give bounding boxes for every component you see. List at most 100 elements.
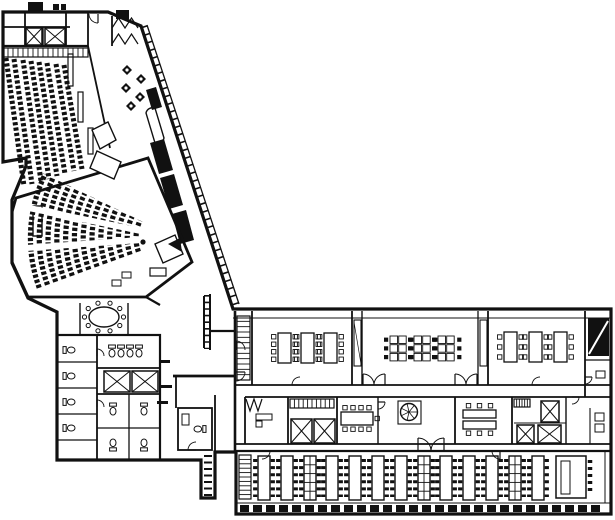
lab-bench xyxy=(481,455,503,501)
building-outline xyxy=(1,10,613,516)
desk-cluster xyxy=(432,335,462,362)
seminar-table xyxy=(497,331,524,363)
lab-bench xyxy=(299,455,321,501)
lab-bench xyxy=(413,455,435,501)
seminar-table xyxy=(547,331,574,363)
southwest-core-rect-0 xyxy=(55,333,162,462)
wing-laboratory xyxy=(236,450,611,512)
wing-classroom-band-line-26 xyxy=(588,320,609,355)
duct-shaft xyxy=(353,319,362,367)
cafe-table xyxy=(122,65,132,75)
north-elevator-core-rect-12 xyxy=(61,4,66,10)
toilet-icon xyxy=(62,372,76,380)
stair-icon xyxy=(516,424,535,444)
lectern-table xyxy=(77,91,84,123)
seat-arc xyxy=(80,196,95,271)
seminar-table xyxy=(317,332,344,364)
stage-wedge xyxy=(168,238,182,252)
stair-flight xyxy=(172,210,194,244)
seminar-table xyxy=(294,332,321,364)
cafe-table xyxy=(135,92,145,102)
door-swing xyxy=(187,441,197,451)
seat-row xyxy=(44,62,68,175)
fixture xyxy=(594,423,605,433)
seat-row xyxy=(28,60,52,180)
seat-arc xyxy=(98,203,111,265)
north-elevator-core-rect-11 xyxy=(53,4,59,10)
southwest-core-line-28 xyxy=(145,296,161,306)
seat-arc xyxy=(36,176,56,286)
wing-classroom-band-line-11 xyxy=(353,321,362,365)
auditorium-walls xyxy=(10,156,194,299)
stair-icon xyxy=(236,315,251,381)
foyer xyxy=(111,16,240,408)
lab-bench xyxy=(504,455,526,501)
aisle xyxy=(28,205,142,234)
podium xyxy=(149,267,167,277)
upper-entry xyxy=(89,150,122,180)
toilet-icon xyxy=(109,438,117,452)
seminar-table xyxy=(271,332,298,364)
door-swing xyxy=(584,376,593,385)
lectern-table xyxy=(87,127,94,155)
aisle xyxy=(25,237,141,251)
desk-chair xyxy=(255,420,263,428)
door-swing xyxy=(571,396,580,405)
glass-wall xyxy=(146,24,240,305)
main-auditorium xyxy=(10,150,194,299)
spiral-stair-icon xyxy=(399,402,419,422)
wing-classroom-band xyxy=(233,311,611,452)
fume-bench-top xyxy=(560,460,571,495)
seat-arc xyxy=(89,200,103,268)
stair-housing xyxy=(397,400,422,425)
north-elevator-core xyxy=(2,2,129,58)
southwest-core xyxy=(55,296,213,462)
lab-bench xyxy=(458,455,480,501)
door-swing xyxy=(235,340,246,351)
double-door-icon xyxy=(245,397,263,413)
cafe-table xyxy=(136,74,146,84)
sliding-door xyxy=(157,401,168,404)
toilet-icon xyxy=(108,344,116,358)
elevator-icon xyxy=(103,370,131,393)
seminar-table xyxy=(522,331,549,363)
toilet-icon xyxy=(135,344,143,358)
building-outline-path-0 xyxy=(1,10,613,516)
lab-bench xyxy=(527,455,549,501)
stair-icon xyxy=(537,424,562,444)
door-swing xyxy=(291,376,301,386)
lab-bench xyxy=(390,455,412,501)
lab-bench xyxy=(435,455,457,501)
elevator-icon xyxy=(44,27,66,46)
lab-bench xyxy=(321,455,343,501)
column-dot xyxy=(140,239,146,245)
north-elevator-core-rect-10 xyxy=(116,10,129,19)
seat-arc xyxy=(45,180,64,283)
bench xyxy=(145,106,165,145)
seat-arc xyxy=(62,188,80,277)
door-swing xyxy=(491,450,501,460)
seat-row xyxy=(61,64,85,170)
seat-arc xyxy=(106,207,119,262)
ramp-hatch xyxy=(2,47,89,58)
seat-row xyxy=(53,63,77,172)
meeting-table xyxy=(340,405,380,432)
seat-row xyxy=(36,61,60,177)
stair-flight xyxy=(146,87,162,110)
cafe-table xyxy=(126,101,136,111)
stair-icon xyxy=(540,400,560,423)
door-swing xyxy=(377,401,386,410)
small-lecture-hall xyxy=(3,45,117,187)
lab-bench xyxy=(276,455,298,501)
toilet-icon xyxy=(109,402,117,416)
work-table xyxy=(462,403,497,419)
fixture xyxy=(595,370,606,379)
ramp-hatch xyxy=(289,398,335,409)
door-swing xyxy=(261,450,271,460)
toilet-icon xyxy=(140,402,148,416)
seat-arc xyxy=(27,173,48,289)
seat-arc xyxy=(54,184,72,280)
stage-seat xyxy=(111,279,122,287)
